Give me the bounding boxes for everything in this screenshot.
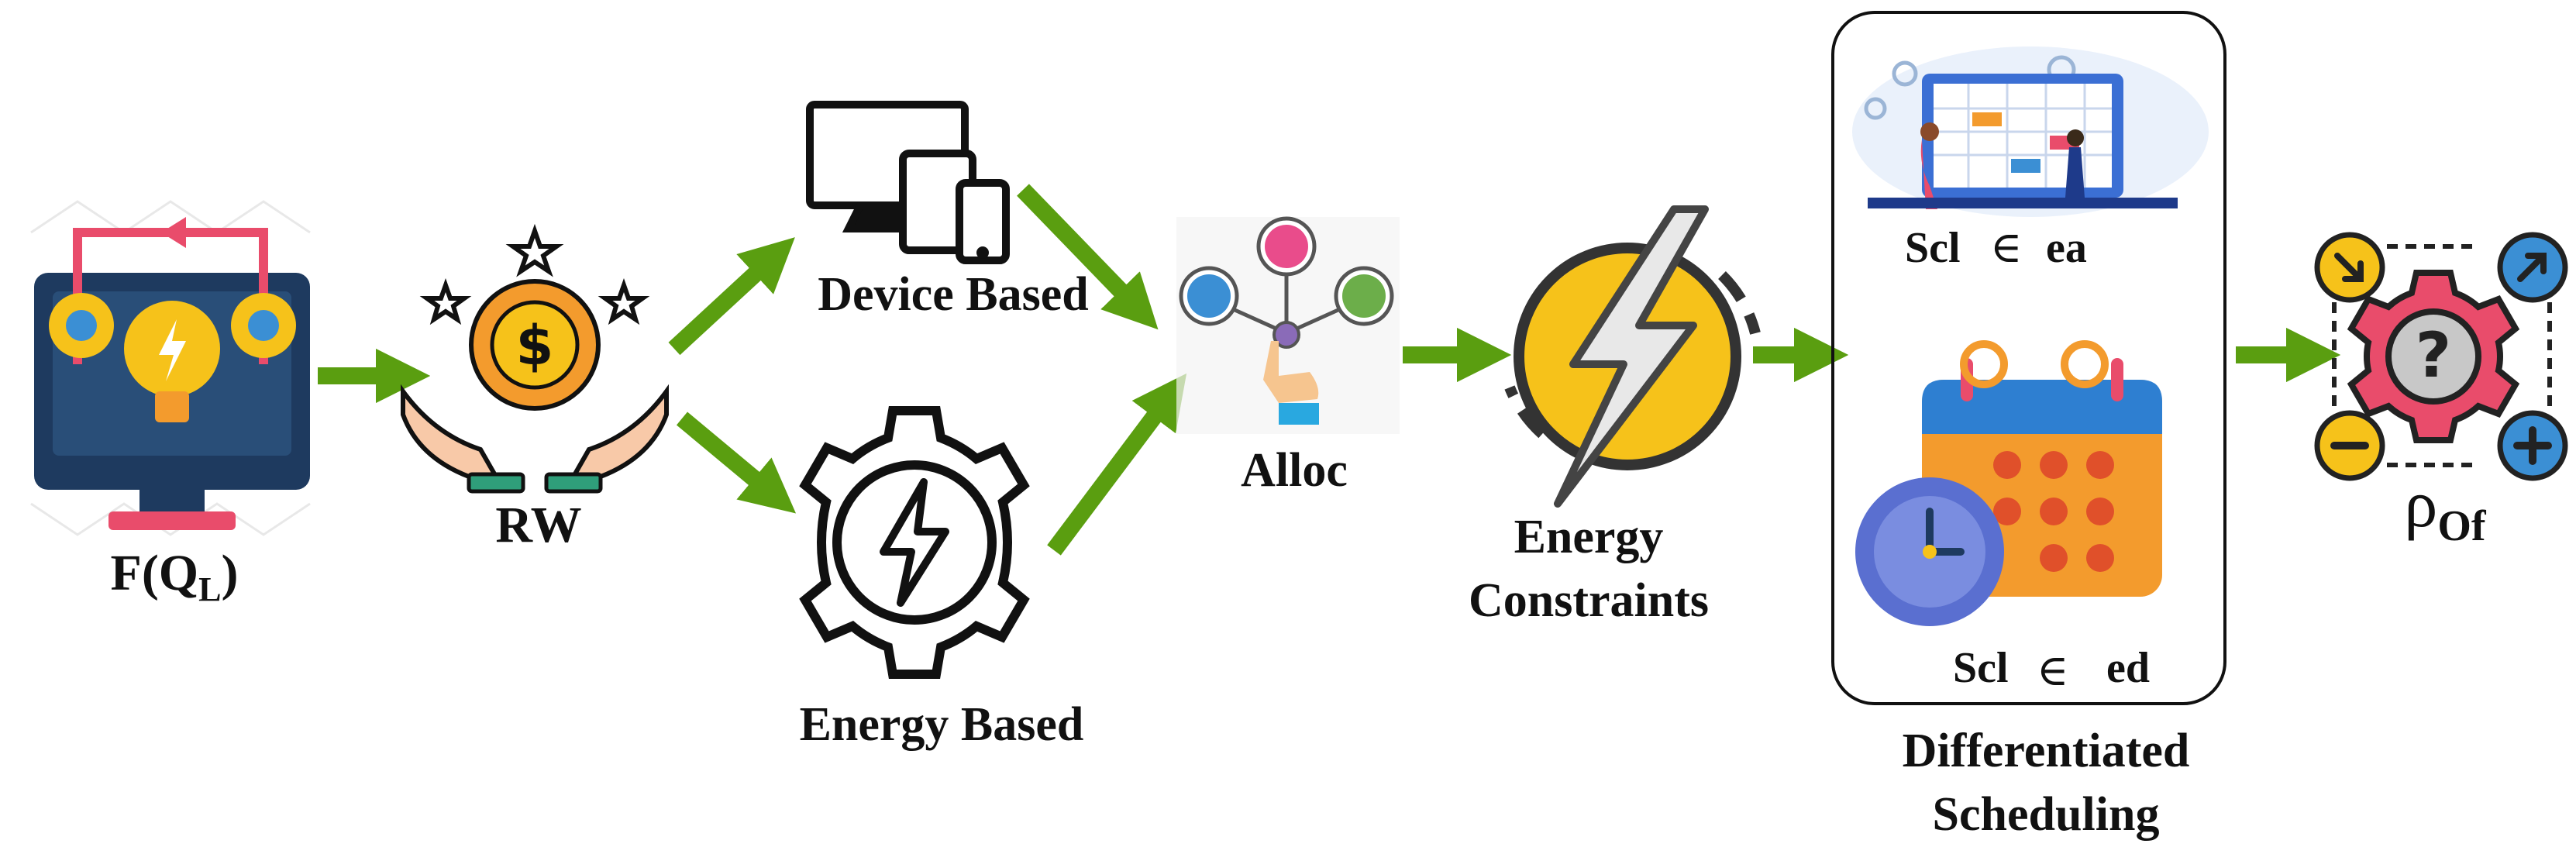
- hands-coin-stars-icon: $: [401, 223, 669, 494]
- energy-constraints-line2: Constraints: [1468, 574, 1710, 627]
- lightning-circle-icon: [1504, 205, 1761, 508]
- scheduling-bottom-label: Scl ∈ ed: [1953, 644, 2150, 696]
- gear-question-icon: ?: [2314, 232, 2568, 481]
- devices-icon: [806, 101, 1010, 264]
- svg-text:$: $: [516, 314, 554, 377]
- scheduling-top-label: Scl ∈ ea: [1905, 222, 2087, 273]
- energy-constraints-label: Energy Constraints: [1434, 505, 1744, 632]
- people-schedule-board-icon: [1852, 46, 2209, 217]
- calendar-clock-icon: [1855, 340, 2162, 626]
- device-based-label: Device Based: [818, 268, 1089, 321]
- arrow-rw-to-device: [668, 237, 795, 356]
- monitor-bulb-gears-icon: [30, 200, 311, 536]
- svg-text:∈: ∈: [1990, 222, 2022, 273]
- arrow-rw-to-energy: [676, 412, 797, 514]
- arrows: [318, 184, 2341, 556]
- svg-text:Scl: Scl: [1953, 644, 2009, 692]
- svg-text:ea: ea: [2046, 224, 2087, 272]
- rw-label: RW: [495, 497, 582, 553]
- svg-text:∈: ∈: [2037, 646, 2068, 696]
- arrow-device-to-alloc: [1017, 184, 1159, 330]
- energy-based-label: Energy Based: [799, 698, 1084, 751]
- gear-bolt-icon: [799, 406, 1030, 679]
- scheduling-box: [1831, 11, 2226, 705]
- svg-text:Scl: Scl: [1905, 224, 1961, 272]
- rho-of-label: ρOf: [2404, 467, 2486, 551]
- svg-text:?: ?: [2416, 319, 2451, 391]
- energy-constraints-line1: Energy: [1514, 511, 1664, 563]
- svg-text:ed: ed: [2106, 644, 2150, 692]
- differentiated-scheduling-line1: Differentiated: [1902, 725, 2190, 777]
- differentiated-scheduling-line2: Scheduling: [1932, 788, 2160, 841]
- alloc-label: Alloc: [1241, 444, 1348, 497]
- arrow-energy-to-alloc: [1047, 373, 1187, 556]
- network-users-icon: [1176, 216, 1400, 434]
- differentiated-scheduling-label: Differentiated Scheduling: [1875, 719, 2216, 846]
- fql-label: F(QL): [110, 545, 239, 609]
